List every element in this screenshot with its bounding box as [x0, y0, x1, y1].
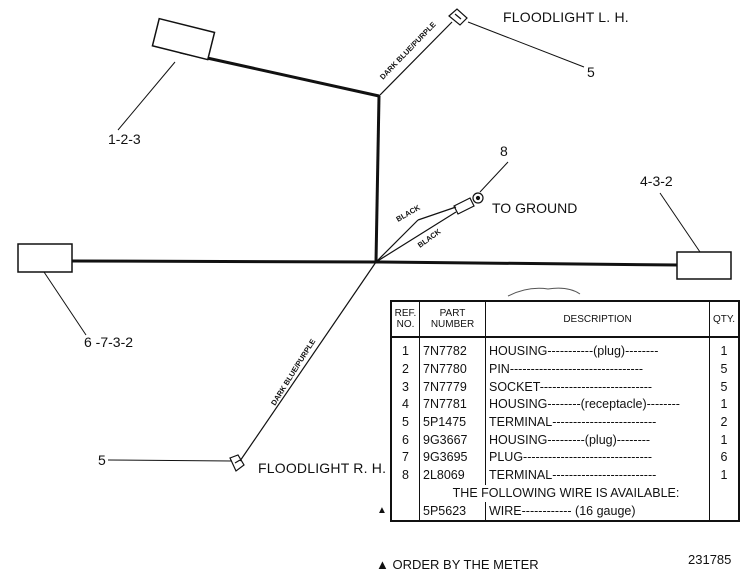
table-row: 1 7N7782 HOUSING-----------(plug)-------… — [392, 337, 738, 361]
row-part-number: 9G3667 — [419, 431, 486, 450]
header-ref-no: REF. NO. — [392, 302, 420, 338]
ref-label-5-bottom: 5 — [98, 452, 106, 468]
row-description: HOUSING---------(plug)-------- — [485, 431, 710, 450]
row-description: HOUSING--------(receptacle)-------- — [485, 396, 710, 414]
floodlight-rh-terminal-icon — [229, 454, 245, 472]
row-qty: 5 — [720, 379, 728, 394]
row-description: TERMINAL------------------------- — [485, 413, 710, 432]
row-description: PLUG------------------------------- — [485, 449, 710, 467]
row-ref: 4 — [392, 396, 420, 414]
header-qty: QTY. — [709, 302, 738, 338]
row-part-number: 5P1475 — [419, 413, 486, 432]
row-qty: 2 — [720, 415, 728, 430]
row-ref: 3 — [392, 378, 420, 397]
header-part-number: PART NUMBER — [419, 302, 486, 338]
wire-to-floodlight-rh — [239, 261, 377, 462]
row-qty: 6 — [720, 450, 728, 465]
footer-note: ▲ ORDER BY THE METER — [376, 557, 539, 572]
table-row: 7 9G3695 PLUG---------------------------… — [392, 449, 738, 467]
row-description: WIRE------------ (16 gauge) — [485, 502, 710, 520]
wire-to-connector-123 — [179, 50, 380, 98]
trunk-wire — [374, 95, 381, 263]
ref-label-432: 4-3-2 — [640, 173, 673, 189]
table-row: 5 5P1475 TERMINAL-----------------------… — [392, 413, 738, 432]
row-ref: 2 — [392, 360, 420, 379]
row-part-number: 2L8069 — [419, 466, 486, 485]
table-row: 5P5623 WIRE------------ (16 gauge) — [392, 502, 738, 520]
row-part-number: 9G3695 — [419, 449, 486, 467]
table-row: 8 2L8069 TERMINAL-----------------------… — [392, 466, 738, 485]
figure-number: 231785 — [688, 552, 732, 567]
leader-5-top — [467, 21, 585, 68]
ground-terminal-icon — [453, 192, 484, 215]
row-part-number: 7N7779 — [419, 378, 486, 397]
table-row: 2 7N7780 PIN----------------------------… — [392, 360, 738, 379]
row-ref: 1 — [392, 337, 420, 361]
wire-availability-note: THE FOLLOWING WIRE IS AVAILABLE: — [419, 484, 710, 503]
table-row: 4 7N7781 HOUSING--------(receptacle)----… — [392, 396, 738, 414]
row-qty: 1 — [720, 344, 728, 359]
row-qty: 5 — [720, 362, 728, 377]
leader-5-bottom — [107, 459, 233, 462]
floodlight-lh-label: FLOODLIGHT L. H. — [503, 9, 629, 25]
leader-123 — [117, 61, 176, 131]
row-qty: 1 — [720, 432, 728, 447]
wire-label-black-2: BLACK — [416, 227, 443, 250]
row-ref: 8 — [392, 466, 420, 485]
connector-4-3-2 — [676, 251, 732, 280]
header-description: DESCRIPTION — [485, 302, 710, 338]
ground-wire-1 — [375, 219, 419, 263]
floodlight-rh-label: FLOODLIGHT R. H. — [258, 460, 387, 476]
leader-8 — [479, 161, 509, 193]
connector-1-2-3 — [151, 17, 216, 61]
row-description: PIN-------------------------------- — [485, 360, 710, 379]
ref-label-5-top: 5 — [587, 64, 595, 80]
row-ref: 6 — [392, 431, 420, 450]
wire-to-floodlight-lh — [378, 21, 453, 97]
leader-6732 — [43, 271, 87, 336]
table-row: 6 9G3667 HOUSING---------(plug)-------- … — [392, 431, 738, 450]
ref-label-8: 8 — [500, 143, 508, 159]
row-part-number: 7N7781 — [419, 396, 486, 414]
table-note-row: THE FOLLOWING WIRE IS AVAILABLE: — [392, 484, 738, 503]
row-part-number: 5P5623 — [419, 502, 486, 520]
row-description: SOCKET--------------------------- — [485, 378, 710, 397]
wire-label-upper: DARK BLUE/PURPLE — [378, 20, 438, 81]
row-description: TERMINAL------------------------- — [485, 466, 710, 485]
row-part-number: 7N7782 — [419, 337, 486, 361]
scan-smudge — [507, 287, 581, 297]
ref-label-123: 1-2-3 — [108, 131, 141, 147]
table-row: 3 7N7779 SOCKET-------------------------… — [392, 378, 738, 397]
row-ref: 7 — [392, 449, 420, 467]
floodlight-lh-terminal-icon — [448, 8, 468, 26]
table-header-row: REF. NO. PART NUMBER DESCRIPTION QTY. — [392, 302, 738, 338]
connector-6-7-3-2 — [17, 243, 73, 273]
leader-432 — [659, 192, 701, 253]
row-ref: 5 — [392, 413, 420, 432]
order-by-meter-marker: ▲ — [377, 505, 387, 516]
ground-wire-2 — [375, 211, 457, 263]
ground-wire-1b — [417, 206, 457, 221]
to-ground-label: TO GROUND — [492, 200, 578, 216]
row-part-number: 7N7780 — [419, 360, 486, 379]
row-description: HOUSING-----------(plug)-------- — [485, 337, 710, 361]
row-qty — [710, 502, 739, 520]
ref-label-6732: 6 -7-3-2 — [84, 334, 134, 350]
wire-to-connector-6732 — [71, 259, 377, 264]
parts-list-table: REF. NO. PART NUMBER DESCRIPTION QTY. 1 … — [390, 300, 740, 522]
row-qty: 1 — [720, 397, 728, 412]
row-qty: 1 — [720, 468, 728, 483]
wire-label-lower: DARK BLUE/PURPLE — [269, 337, 317, 407]
wire-to-connector-432 — [375, 260, 679, 267]
